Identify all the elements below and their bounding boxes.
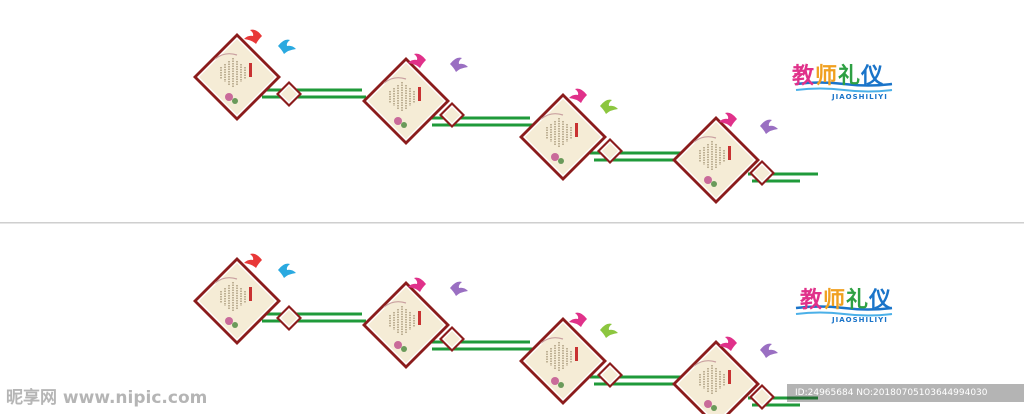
small-tile-paper [281, 86, 297, 102]
cloud-decoration [214, 53, 238, 60]
board-title: 教师礼仪 [800, 282, 892, 314]
small-tile [276, 305, 302, 331]
cloud-decoration [540, 337, 564, 344]
flower-decoration [225, 93, 233, 101]
title-char: 教 [800, 288, 824, 313]
flower-decoration [225, 317, 233, 325]
title-waves [795, 81, 893, 93]
title-char: 礼 [846, 288, 870, 313]
poster-card [519, 93, 607, 181]
cloud-decoration [214, 277, 238, 284]
bird-icon [450, 281, 468, 296]
bird-icon [450, 57, 468, 72]
flower-decoration [394, 341, 402, 349]
caption-mark [728, 370, 731, 384]
small-tile-paper [444, 331, 460, 347]
small-tile-paper [602, 143, 618, 159]
small-tile [597, 138, 623, 164]
bird-icon [569, 312, 587, 327]
small-tile [439, 326, 465, 352]
leaf-decoration [232, 322, 238, 328]
poster-card [672, 116, 760, 204]
title-char: 师 [815, 64, 839, 89]
poster-card [362, 281, 450, 369]
watermark-logo: 昵享网 www.nipic.com [6, 388, 208, 408]
bird-icon [719, 112, 737, 127]
board-artwork-top [193, 29, 893, 204]
small-tile-paper [754, 165, 770, 181]
small-tile [597, 362, 623, 388]
poster-card [193, 257, 281, 345]
poster-card [362, 57, 450, 145]
flower-decoration [551, 377, 559, 385]
bird-icon [760, 343, 778, 358]
caption-mark [575, 123, 578, 137]
bird-icon [244, 253, 262, 268]
cloud-decoration [693, 136, 717, 143]
title-waves [795, 305, 893, 317]
bird-icon [719, 336, 737, 351]
design-panel-bottom: 教师礼仪 JIAOSHILIYI [0, 223, 1024, 414]
caption-mark [728, 146, 731, 160]
small-tile-paper [444, 107, 460, 123]
leaf-decoration [401, 122, 407, 128]
bird-icon [600, 99, 618, 114]
title-char: 仪 [861, 64, 885, 89]
small-tile [439, 102, 465, 128]
small-tile-paper [281, 310, 297, 326]
cloud-decoration [693, 360, 717, 367]
bird-icon [278, 39, 296, 54]
flower-decoration [551, 153, 559, 161]
board-title: 教师礼仪 [792, 58, 884, 90]
cloud-decoration [383, 301, 407, 308]
board-subtitle: JIAOSHILIYI [832, 93, 888, 101]
flower-decoration [394, 117, 402, 125]
bird-icon [600, 323, 618, 338]
leaf-decoration [558, 158, 564, 164]
bird-icon [278, 263, 296, 278]
small-tile [749, 160, 775, 186]
title-char: 礼 [838, 64, 862, 89]
bird-icon [244, 29, 262, 44]
wave-line [795, 81, 893, 87]
flower-decoration [704, 400, 712, 408]
wave-line [795, 87, 893, 93]
poster-card [193, 33, 281, 121]
small-tile [276, 81, 302, 107]
bird-icon [760, 119, 778, 134]
small-tile [749, 384, 775, 410]
cloud-decoration [383, 77, 407, 84]
caption-mark [418, 311, 421, 325]
poster-card [672, 340, 760, 414]
wave-line [795, 311, 893, 317]
bird-icon [569, 88, 587, 103]
caption-mark [418, 87, 421, 101]
small-tile-paper [602, 367, 618, 383]
leaf-decoration [711, 181, 717, 187]
caption-mark [575, 347, 578, 361]
caption-mark [249, 287, 252, 301]
watermark-id: ID:24965684 NO:20180705103644994030 [787, 384, 1024, 402]
bird-icon [408, 277, 426, 292]
title-char: 师 [823, 288, 847, 313]
title-char: 仪 [869, 288, 893, 313]
caption-mark [249, 63, 252, 77]
leaf-decoration [401, 346, 407, 352]
flower-decoration [704, 176, 712, 184]
cloud-decoration [540, 113, 564, 120]
wave-line [795, 305, 893, 311]
small-tile-paper [754, 389, 770, 405]
leaf-decoration [558, 382, 564, 388]
poster-paper [678, 346, 754, 414]
design-panel-top: 教师礼仪 JIAOSHILIYI [0, 29, 1024, 223]
leaf-decoration [711, 405, 717, 411]
board-artwork-bottom [193, 253, 893, 414]
board-subtitle: JIAOSHILIYI [832, 316, 888, 324]
poster-card [519, 317, 607, 405]
bird-icon [408, 53, 426, 68]
title-char: 教 [792, 64, 816, 89]
leaf-decoration [232, 98, 238, 104]
